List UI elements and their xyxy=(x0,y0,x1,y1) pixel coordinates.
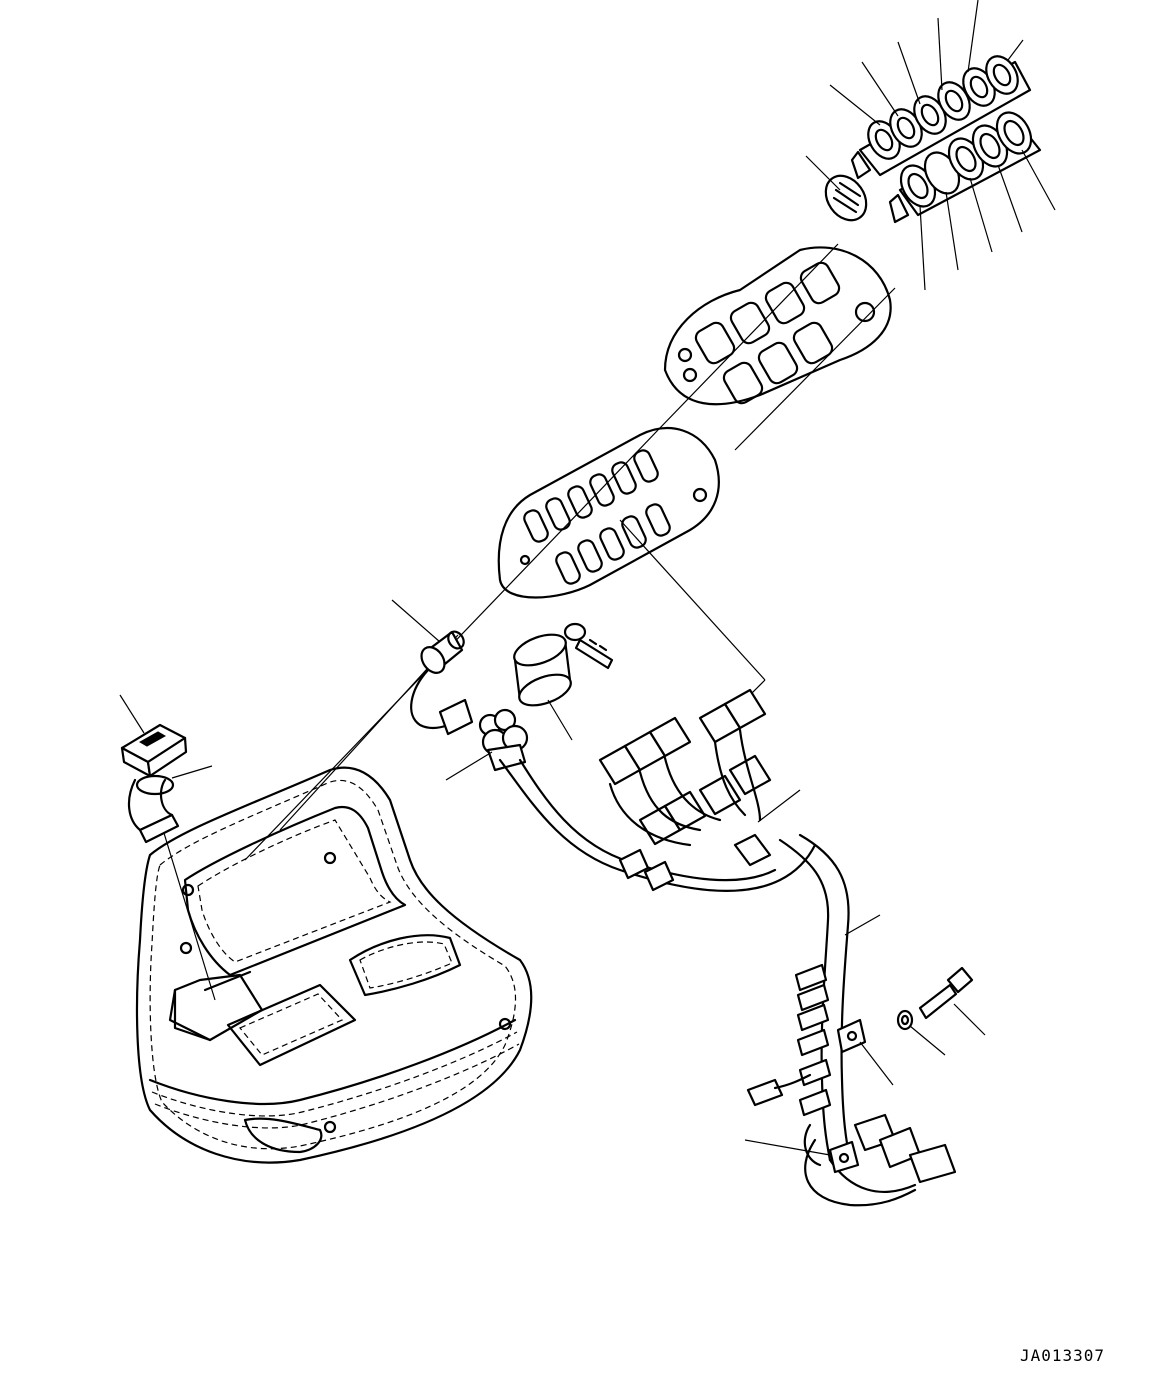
key-switch xyxy=(513,622,614,707)
clip xyxy=(803,1123,822,1167)
panel-switch-row-lower xyxy=(888,111,1042,224)
switch-panel-plate xyxy=(497,427,720,599)
rotary-knob xyxy=(824,174,868,222)
harness-main xyxy=(746,833,957,1207)
assembly-guide-lines xyxy=(159,243,896,1001)
switch-nameplate xyxy=(663,246,892,406)
bolt xyxy=(918,966,974,1020)
drawing-code: JA013307 xyxy=(1020,1346,1106,1365)
wiring-harness xyxy=(498,688,817,893)
rocker-switch xyxy=(120,723,188,796)
washer xyxy=(896,1009,914,1031)
clamp xyxy=(828,1018,867,1174)
indicator-switch-with-lead xyxy=(410,630,474,736)
rocker-switch-bracket xyxy=(127,778,180,844)
connector-plug xyxy=(478,708,529,772)
panel-switch-row-upper xyxy=(850,55,1032,180)
reference-leader-lines xyxy=(119,0,1056,1156)
console-cover xyxy=(135,766,533,1164)
